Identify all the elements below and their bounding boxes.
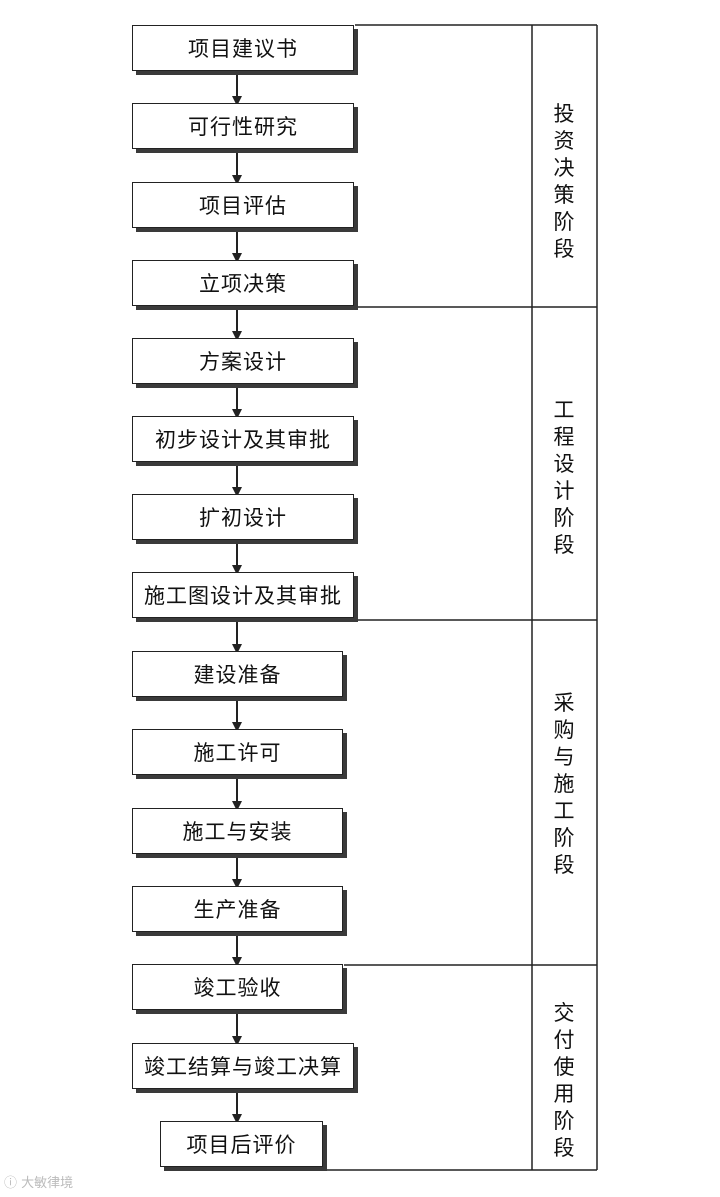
phase-delivery-use: 交付使用阶段 [553, 1001, 575, 1160]
phase-investment-decision: 投资决策阶段 [553, 102, 575, 261]
step-box: 项目后评价 [160, 1121, 323, 1167]
step-box: 项目评估 [132, 182, 354, 228]
phase-procurement-construction: 采购与施工阶段 [553, 691, 575, 877]
step-box: 方案设计 [132, 338, 354, 384]
watermark-text: 大敏律境 [21, 1176, 74, 1191]
step-box: 竣工结算与竣工决算 [132, 1043, 354, 1089]
step-box: 立项决策 [132, 260, 354, 306]
step-box: 初步设计及其审批 [132, 416, 354, 462]
step-box: 生产准备 [132, 886, 343, 932]
step-box: 施工与安装 [132, 808, 343, 854]
step-box: 扩初设计 [132, 494, 354, 540]
step-box: 项目建议书 [132, 25, 354, 71]
step-box: 建设准备 [132, 651, 343, 697]
watermark-icon: ⓘ [4, 1176, 18, 1191]
phase-engineering-design: 工程设计阶段 [553, 398, 575, 557]
watermark: ⓘ 大敏律境 [4, 1172, 73, 1191]
step-box: 施工许可 [132, 729, 343, 775]
step-box: 施工图设计及其审批 [132, 572, 354, 618]
step-box: 可行性研究 [132, 103, 354, 149]
step-box: 竣工验收 [132, 964, 343, 1010]
phase-frame [323, 24, 598, 1171]
